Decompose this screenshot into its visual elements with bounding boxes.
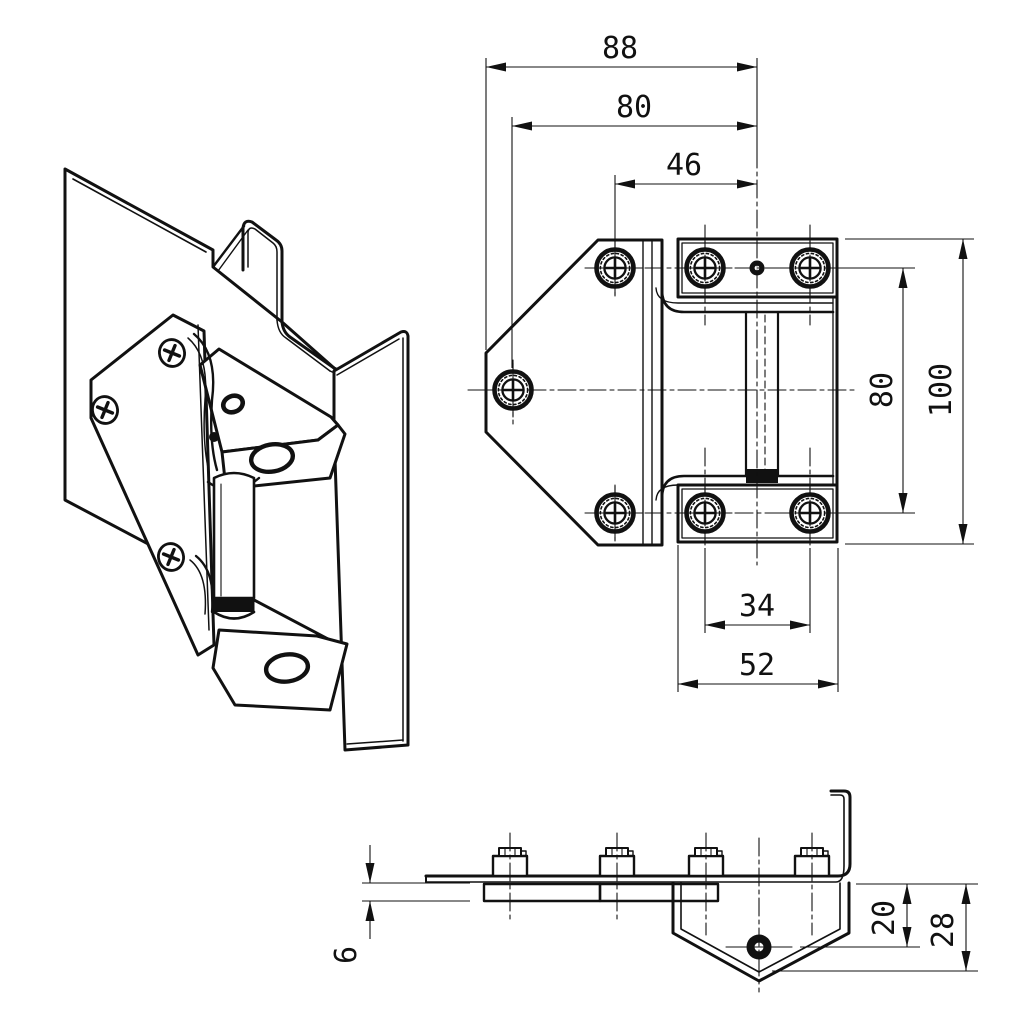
dim-label-34: 34 [739,589,775,624]
front-view-dimensions: 88 80 46 34 52 80 100 [485,31,974,692]
dim-label-20: 20 [867,900,902,936]
front-view [467,149,856,566]
dim-label-80-right: 80 [865,372,900,408]
dim-label-46: 46 [666,148,702,183]
leaf-plate-outline [484,238,664,547]
pivot-bracket-outline [671,881,851,983]
door-panel [332,330,410,752]
oval-slot-bottom-icon [263,652,311,684]
pin-section-mark [746,469,778,483]
dim-label-100: 100 [924,363,959,417]
dim-label-80-top: 80 [616,90,652,125]
backing-plate [598,882,720,903]
pin-hole-icon [220,393,246,415]
dimension-arrows [486,62,968,689]
hinge-leaf [89,313,216,657]
frame-sheet [424,789,852,878]
dim-label-88: 88 [602,31,638,66]
side-view [424,789,852,993]
oval-slot-top-icon [248,442,296,474]
grease-dot-icon [209,432,219,442]
side-view-dimensions: 6 20 28 [329,845,978,972]
dim-label-6: 6 [329,946,364,964]
frame-hook-profile [241,219,284,324]
isometric-view [63,167,410,752]
side-centerlines [509,832,813,993]
dim-label-52: 52 [739,648,775,683]
backing-plate [482,882,602,903]
hinge-barrel [212,471,256,620]
dim-label-28: 28 [926,912,961,948]
centerlines [467,149,856,566]
